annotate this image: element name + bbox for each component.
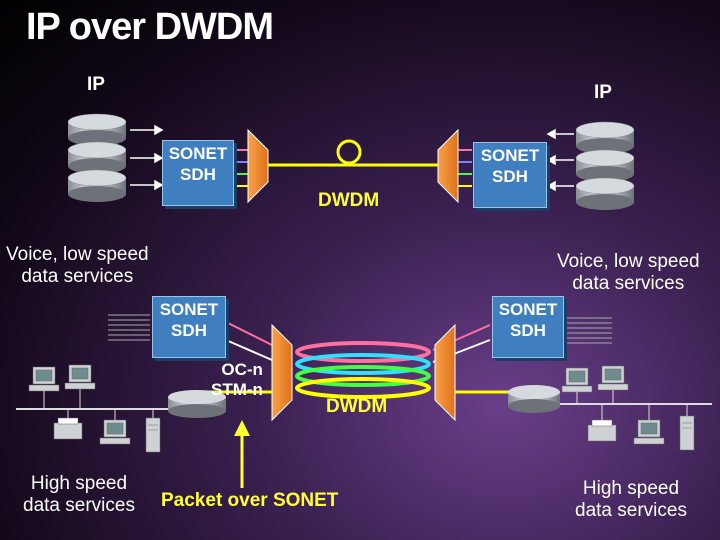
- ip-arrows-left: [130, 124, 164, 191]
- dwdm-ring-yellow: [295, 377, 431, 399]
- server-icon: [679, 415, 695, 451]
- ocn-stmn-label: OC-n STM-n: [211, 360, 263, 399]
- wavelength-lines-bottom-left: [225, 321, 273, 361]
- dwdm-ring-green: [295, 365, 431, 387]
- packet-over-sonet-label: Packet over SONET: [161, 490, 339, 511]
- ip-label-left: IP: [87, 74, 105, 95]
- ip-label-right: IP: [594, 82, 612, 103]
- printer-icon: [53, 417, 83, 440]
- dwdm-ring-pink: [295, 341, 431, 363]
- high-speed-services-left: High speed data services: [23, 473, 135, 516]
- dwdm-rings: [295, 341, 431, 399]
- router-icon: [168, 390, 226, 418]
- sonet-sdh-box-bottom-left: SONET SDH: [152, 296, 226, 358]
- sonet-sdh-box-top-right: SONET SDH: [473, 142, 547, 208]
- workstation-icon: [28, 366, 60, 392]
- router-stack-left: [67, 113, 127, 202]
- voice-services-right: Voice, low speed data services: [557, 251, 700, 294]
- low-speed-lines-right: [567, 317, 612, 344]
- lan-right: [455, 365, 712, 451]
- dwdm-fiber-top: [268, 139, 438, 167]
- dwdm-ring-cyan: [295, 353, 431, 375]
- workstation-icon: [597, 365, 629, 391]
- server-icon: [145, 417, 161, 453]
- dwdm-mux-bottom-left: [271, 323, 293, 422]
- router-icon: [508, 385, 560, 413]
- low-speed-lines-left: [108, 314, 150, 341]
- packet-over-sonet-arrow: [234, 420, 250, 488]
- dwdm-mux-top-left: [247, 128, 269, 204]
- wavelength-lines-top-left: [234, 149, 250, 187]
- workstation-icon: [561, 367, 593, 393]
- dwdm-mux-top-right: [437, 128, 459, 204]
- lan-left: [16, 364, 272, 453]
- workstation-icon: [633, 419, 665, 445]
- voice-services-left: Voice, low speed data services: [6, 244, 149, 287]
- sonet-sdh-box-top-left: SONET SDH: [162, 140, 234, 206]
- sonet-sdh-box-bottom-right: SONET SDH: [492, 296, 564, 358]
- printer-icon: [587, 419, 617, 442]
- router-icon: [575, 121, 635, 154]
- workstation-icon: [99, 419, 131, 445]
- router-icon: [67, 169, 127, 202]
- router-icon: [575, 177, 635, 210]
- dwdm-label-bottom: DWDM: [326, 396, 388, 417]
- dwdm-label-top: DWDM: [318, 190, 380, 211]
- high-speed-services-right: High speed data services: [575, 478, 687, 521]
- workstation-icon: [64, 364, 96, 390]
- ip-arrows-right: [546, 128, 574, 192]
- router-stack-right: [575, 121, 635, 210]
- dwdm-mux-bottom-right: [434, 323, 456, 422]
- router-icon: [67, 141, 127, 174]
- router-icon: [575, 149, 635, 182]
- router-icon: [67, 113, 127, 146]
- page-title: IP over DWDM: [26, 6, 274, 48]
